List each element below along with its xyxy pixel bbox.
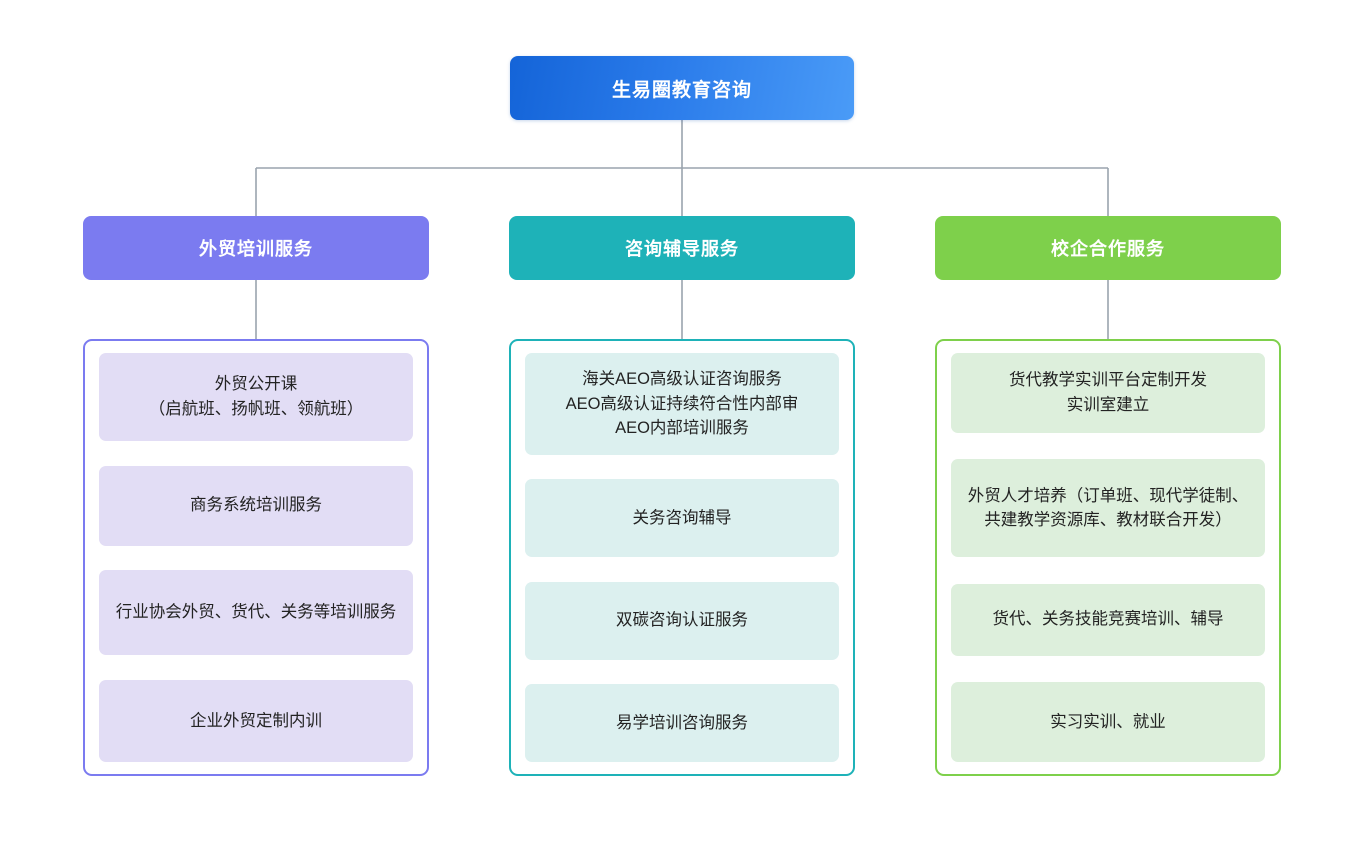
item-card[interactable]: 外贸公开课 （启航班、扬帆班、领航班） — [99, 353, 413, 441]
category-header-label: 校企合作服务 — [1051, 239, 1165, 259]
root-node[interactable]: 生易圈教育咨询 — [510, 56, 854, 120]
category-header-foreign-trade-training[interactable]: 外贸培训服务 — [83, 216, 429, 280]
item-card[interactable]: 关务咨询辅导 — [525, 479, 839, 558]
category-header-label: 咨询辅导服务 — [625, 239, 739, 259]
root-node-label: 生易圈教育咨询 — [611, 79, 752, 101]
item-card[interactable]: 海关AEO高级认证咨询服务 AEO高级认证持续符合性内部审 AEO内部培训服务 — [525, 353, 839, 455]
item-card[interactable]: 货代教学实训平台定制开发 实训室建立 — [951, 353, 1265, 433]
category-header-consulting-tutoring[interactable]: 咨询辅导服务 — [509, 216, 855, 280]
items-container-foreign-trade-training: 外贸公开课 （启航班、扬帆班、领航班） 商务系统培训服务 行业协会外贸、货代、关… — [83, 339, 429, 776]
item-card[interactable]: 外贸人才培养（订单班、现代学徒制、共建教学资源库、教材联合开发） — [951, 459, 1265, 558]
item-card[interactable]: 企业外贸定制内训 — [99, 679, 413, 762]
item-card[interactable]: 商务系统培训服务 — [99, 465, 413, 546]
item-card[interactable]: 易学培训咨询服务 — [525, 683, 839, 762]
item-card[interactable]: 实习实训、就业 — [951, 681, 1265, 762]
item-card[interactable]: 行业协会外贸、货代、关务等培训服务 — [99, 570, 413, 656]
item-card[interactable]: 货代、关务技能竞赛培训、辅导 — [951, 583, 1265, 656]
items-container-consulting-tutoring: 海关AEO高级认证咨询服务 AEO高级认证持续符合性内部审 AEO内部培训服务 … — [509, 339, 855, 776]
item-card[interactable]: 双碳咨询认证服务 — [525, 581, 839, 660]
items-container-school-enterprise-cooperation: 货代教学实训平台定制开发 实训室建立 外贸人才培养（订单班、现代学徒制、共建教学… — [935, 339, 1281, 776]
category-header-label: 外贸培训服务 — [199, 239, 313, 259]
category-header-school-enterprise-cooperation[interactable]: 校企合作服务 — [935, 216, 1281, 280]
